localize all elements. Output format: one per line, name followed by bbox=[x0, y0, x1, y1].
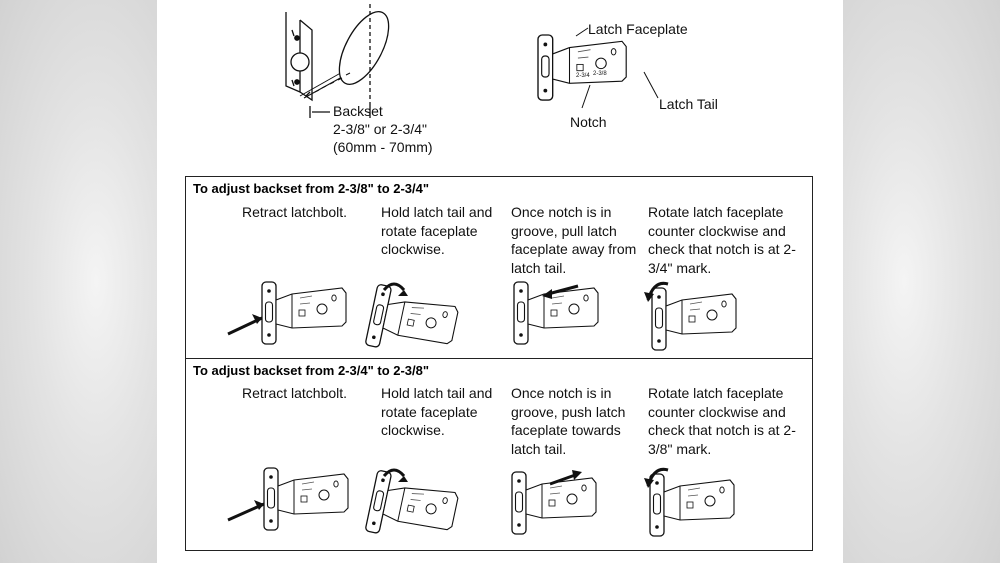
section-1-step-2: Hold latch tail and rotate faceplate clo… bbox=[381, 204, 493, 257]
section-2-step-3: Once notch is in groove, push latch face… bbox=[511, 385, 626, 457]
overview-illustrations bbox=[227, 4, 737, 549]
section-panel-2 bbox=[185, 358, 813, 551]
section-1-step-4: Rotate latch faceplate counter clockwise… bbox=[648, 204, 796, 276]
section-2-title: To adjust backset from 2-3/4" to 2-3/8" bbox=[193, 363, 430, 378]
section-1-step-1: Retract latchbolt. bbox=[242, 204, 348, 220]
section-1-title: To adjust backset from 2-3/8" to 2-3/4" bbox=[193, 181, 430, 196]
latch-faceplate-label: Latch Faceplate bbox=[588, 21, 688, 37]
latch-tail-label: Latch Tail bbox=[659, 96, 718, 112]
marking-2-3-8: 2-3/8 bbox=[593, 71, 607, 77]
backset-sizes: 2-3/8" or 2-3/4" bbox=[333, 121, 427, 137]
background-right bbox=[840, 0, 1000, 563]
instruction-sheet: Backset 2-3/8" or 2-3/4" (60mm - 70mm) L… bbox=[157, 0, 843, 563]
background-left bbox=[0, 0, 160, 563]
section-2-step-1: Retract latchbolt. bbox=[242, 385, 348, 401]
section-2-step-4: Rotate latch faceplate counter clockwise… bbox=[648, 385, 796, 457]
section-1-step-3: Once notch is in groove, pull latch face… bbox=[511, 204, 637, 276]
section-2-step-2: Hold latch tail and rotate faceplate clo… bbox=[381, 385, 493, 438]
backset-metric: (60mm - 70mm) bbox=[333, 139, 433, 155]
marking-2-3-4: 2-3/4 bbox=[576, 73, 590, 79]
notch-label: Notch bbox=[570, 114, 607, 130]
backset-label: Backset bbox=[333, 103, 383, 119]
